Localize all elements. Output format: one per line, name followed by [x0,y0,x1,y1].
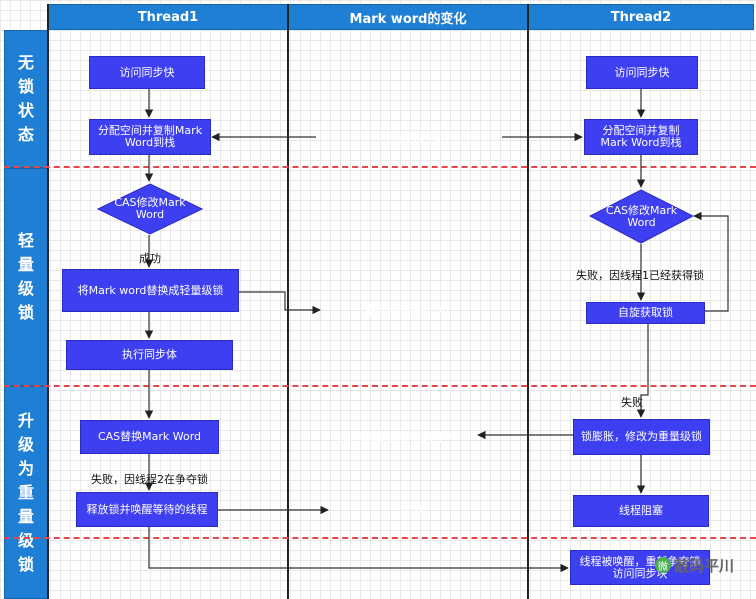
t2-thread-block: 线程阻塞 [573,495,709,527]
column-divider [527,4,529,599]
mw-final-state: 0|10 [330,493,490,527]
section-separator [4,537,756,539]
mw-stack-pointer: 指向栈的指针|00 [322,293,492,327]
header-thread1: Thread1 [48,4,288,30]
watermark-badge: 微 [655,557,671,573]
t2-fail-label: 失败，因线程1已经获得锁 [576,269,704,282]
section-separator [4,166,756,168]
column-divider [47,4,49,599]
t1-exec-sync-body: 执行同步体 [66,340,233,370]
t2-alloc-copy-markword: 分配空间并复制Mark Word到栈 [584,119,698,155]
t1-cas-replace: CAS替换Mark Word [80,420,219,454]
t1-success-label: 成功 [139,252,161,265]
t2-inflate-heavy: 锁膨胀，修改为重量级锁 [573,419,710,455]
mw-heavy-pointer: 指向重量级锁的指针|10 [318,418,478,455]
t2-cas-modify-decision: CAS修改Mark Word [589,189,694,244]
header-thread2: Thread2 [528,4,754,30]
section-separator [4,385,756,387]
t2-spin-acquire: 自旋获取锁 [586,302,705,324]
t1-alloc-copy-markword: 分配空间并复制Mark Word到栈 [89,119,211,155]
t1-fail-label: 失败，因线程2在争夺锁 [91,473,208,486]
mw-hashcode: hashCode|分代年龄|0|01 [316,121,502,152]
t2-fail-label-2: 失败 [621,396,643,409]
column-divider [287,4,289,599]
t2-wake-compete: 线程被唤醒，重新争夺锁访问同步块 [570,550,710,585]
section-upgrade: 升级为重量级锁 [4,386,48,599]
t1-access-sync-block: 访问同步快 [89,56,205,89]
watermark-text: 敲码平川 [674,557,735,575]
t1-replace-lightweight: 将Mark word替换成轻量级锁 [62,269,239,312]
t1-release-wake: 释放锁并唤醒等待的线程 [76,492,218,527]
header-mark-word: Mark word的变化 [288,4,528,30]
t1-cas-modify-decision: CAS修改Mark Word [97,183,203,235]
section-lightweight: 轻量级锁 [4,168,48,386]
t2-access-sync-block: 访问同步快 [586,56,698,89]
